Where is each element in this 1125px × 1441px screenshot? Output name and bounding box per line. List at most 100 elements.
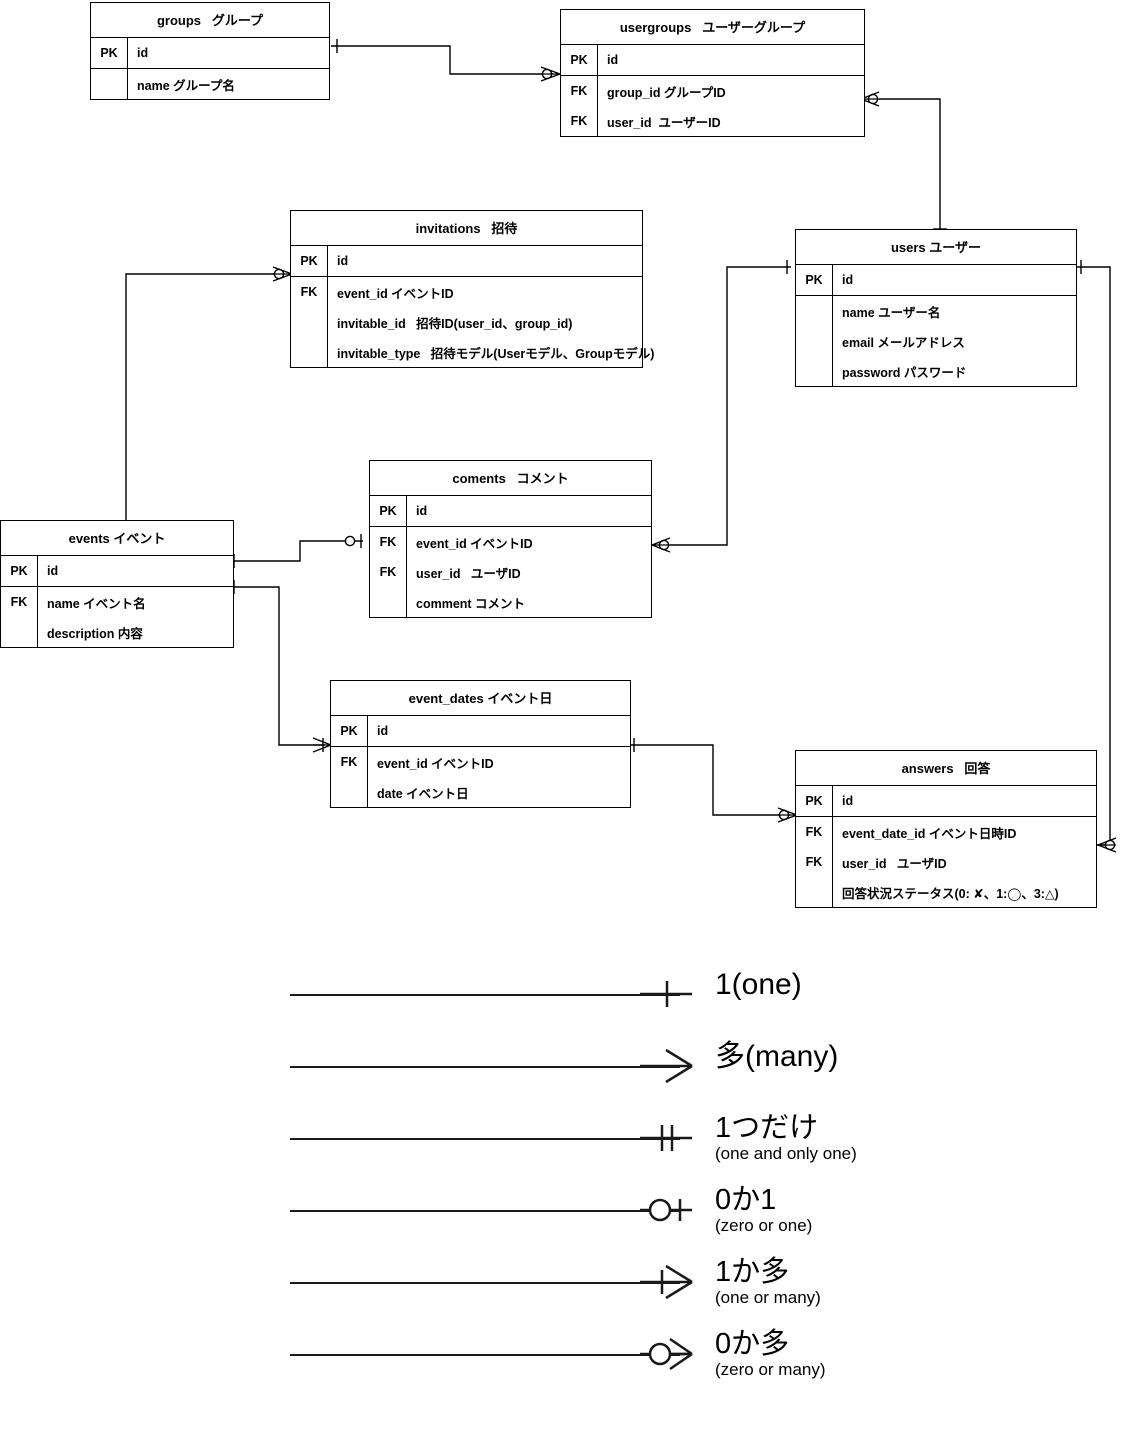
attr-name: comment コメント (406, 587, 651, 617)
entity-title: event_dates イベント日 (331, 681, 630, 716)
key-label (91, 69, 127, 99)
entity-row: FK event_id イベントID (331, 747, 630, 777)
zero-or-many-symbol-icon (640, 1337, 693, 1371)
key-label (370, 587, 406, 617)
key-label: PK (300, 254, 318, 268)
legend-line (290, 1354, 680, 1356)
legend-line (290, 1282, 680, 1284)
entity-row: FK group_id グループID (561, 76, 864, 106)
key-label (796, 356, 832, 386)
entity-row: invitable_type 招待モデル(Userモデル、Groupモデル) (291, 337, 654, 367)
entity-attributes: FK group_id グループID FK user_id ユーザーID (561, 76, 864, 136)
legend-label-en: (one or many) (715, 1288, 821, 1308)
legend-label-en: (one and only one) (715, 1144, 857, 1164)
entity-attributes: FK name イベント名 description 内容 (1, 587, 233, 647)
entity-invitations[interactable]: invitations 招待 PK id FK event_id イベントID … (290, 210, 654, 368)
entity-title: groups グループ (91, 3, 329, 38)
legend-line (290, 1066, 680, 1068)
attr-name: date イベント日 (367, 777, 630, 807)
legend-label: 1つだけ (one and only one) (715, 1113, 857, 1164)
attr-name: invitable_type 招待モデル(Userモデル、Groupモデル) (327, 337, 654, 367)
attr-name: id (327, 246, 642, 276)
legend-label-jp: 1か多 (715, 1256, 790, 1288)
entity-row-pk: PK id (561, 45, 864, 76)
attr-name: user_id ユーザーID (597, 106, 864, 136)
entity-row-pk: PK id (796, 265, 1076, 296)
cardinality-legend: 1(one) 多(many) 1つだけ (one and o (290, 965, 990, 1397)
entity-row: password パスワード (796, 356, 1076, 386)
key-label: PK (805, 794, 823, 808)
one-and-only-one-symbol-icon (640, 1125, 692, 1151)
entity-row: name ユーザー名 (796, 296, 1076, 326)
entity-answers[interactable]: answers 回答 PK id FK event_date_id イベント日時… (795, 750, 1097, 908)
attr-name: id (832, 786, 1096, 816)
entity-event-dates[interactable]: event_dates イベント日 PK id FK event_id イベント… (330, 680, 631, 808)
entity-row-pk: PK id (1, 556, 233, 587)
entity-groups[interactable]: groups グループ PK id name グループ名 (90, 2, 330, 100)
legend-item-one-or-many: 1か多 (one or many) (290, 1253, 990, 1325)
key-label: FK (805, 855, 823, 869)
key-label (796, 326, 832, 356)
attr-name: id (37, 556, 233, 586)
attr-name: id (597, 45, 864, 75)
legend-item-zero-or-one: 0か1 (zero or one) (290, 1181, 990, 1253)
legend-label-en: (zero or one) (715, 1216, 813, 1236)
attr-name: user_id ユーザID (406, 557, 651, 587)
many-symbol-icon (640, 1048, 693, 1084)
entity-row: FK event_id イベントID (370, 527, 651, 557)
attr-name: 回答状況ステータス(0: ✘、1:◯、3:△) (832, 877, 1096, 907)
entity-usergroups[interactable]: usergroups ユーザーグループ PK id FK group_id グル… (560, 9, 865, 137)
relationship-usergroups-users (860, 91, 947, 230)
key-label: FK (10, 595, 28, 609)
entity-attributes: FK event_id イベントID invitable_id 招待ID(use… (291, 277, 654, 367)
relationship-events-invitations (119, 266, 293, 529)
legend-label-jp: 0か1 (715, 1184, 777, 1216)
relationship-users-answers (1077, 260, 1117, 853)
entity-title: usergroups ユーザーグループ (561, 10, 864, 45)
entity-row: email メールアドレス (796, 326, 1076, 356)
legend-label: 0か1 (zero or one) (715, 1185, 812, 1236)
key-label: FK (340, 755, 358, 769)
relationship-groups-usergroups (331, 39, 561, 82)
entity-attributes: FK event_id イベントID date イベント日 (331, 747, 630, 807)
entity-coments[interactable]: coments コメント PK id FK event_id イベントID FK… (369, 460, 652, 618)
entity-users[interactable]: users ユーザー PK id name ユーザー名 email メールアドレ… (795, 229, 1077, 387)
attr-name: name ユーザー名 (832, 296, 1076, 326)
entity-row: FK name イベント名 (1, 587, 233, 617)
key-label: FK (379, 565, 397, 579)
entity-row-pk: PK id (291, 246, 642, 277)
entity-title: invitations 招待 (291, 211, 642, 246)
key-label (331, 777, 367, 807)
relationship-coments-users (651, 260, 791, 553)
legend-label-en: (zero or many) (715, 1360, 826, 1380)
relationship-events-coments (233, 534, 363, 568)
key-label: PK (10, 564, 28, 578)
legend-label-jp: 0か多 (715, 1328, 790, 1360)
legend-item-one-and-only-one: 1つだけ (one and only one) (290, 1109, 990, 1181)
entity-title: coments コメント (370, 461, 651, 496)
attr-name: description 内容 (37, 617, 233, 647)
legend-label: 1か多 (one or many) (715, 1257, 821, 1308)
entity-attributes: FK event_date_id イベント日時ID FK user_id ユーザ… (796, 817, 1096, 907)
entity-events[interactable]: events イベント PK id FK name イベント名 descript… (0, 520, 234, 648)
key-label (1, 617, 37, 647)
entity-row-pk: PK id (331, 716, 630, 747)
entity-row: FK user_id ユーザID (370, 557, 651, 587)
legend-label: 多(many) (715, 1041, 838, 1073)
entity-title: events イベント (1, 521, 233, 556)
legend-label-jp: 多(many) (715, 1040, 839, 1073)
key-label (796, 877, 832, 907)
attr-name: id (832, 265, 1076, 295)
one-symbol-icon (640, 981, 692, 1007)
entity-title: users ユーザー (796, 230, 1076, 265)
key-label: FK (379, 535, 397, 549)
key-label: FK (570, 114, 588, 128)
attr-name: user_id ユーザID (832, 847, 1096, 877)
entity-attributes: FK event_id イベントID FK user_id ユーザID comm… (370, 527, 651, 617)
key-label: PK (805, 273, 823, 287)
relationship-event-dates-answers (631, 738, 798, 823)
attr-name: event_id イベントID (367, 747, 630, 777)
entity-title: answers 回答 (796, 751, 1096, 786)
attr-name: password パスワード (832, 356, 1076, 386)
entity-row-pk: PK id (796, 786, 1096, 817)
